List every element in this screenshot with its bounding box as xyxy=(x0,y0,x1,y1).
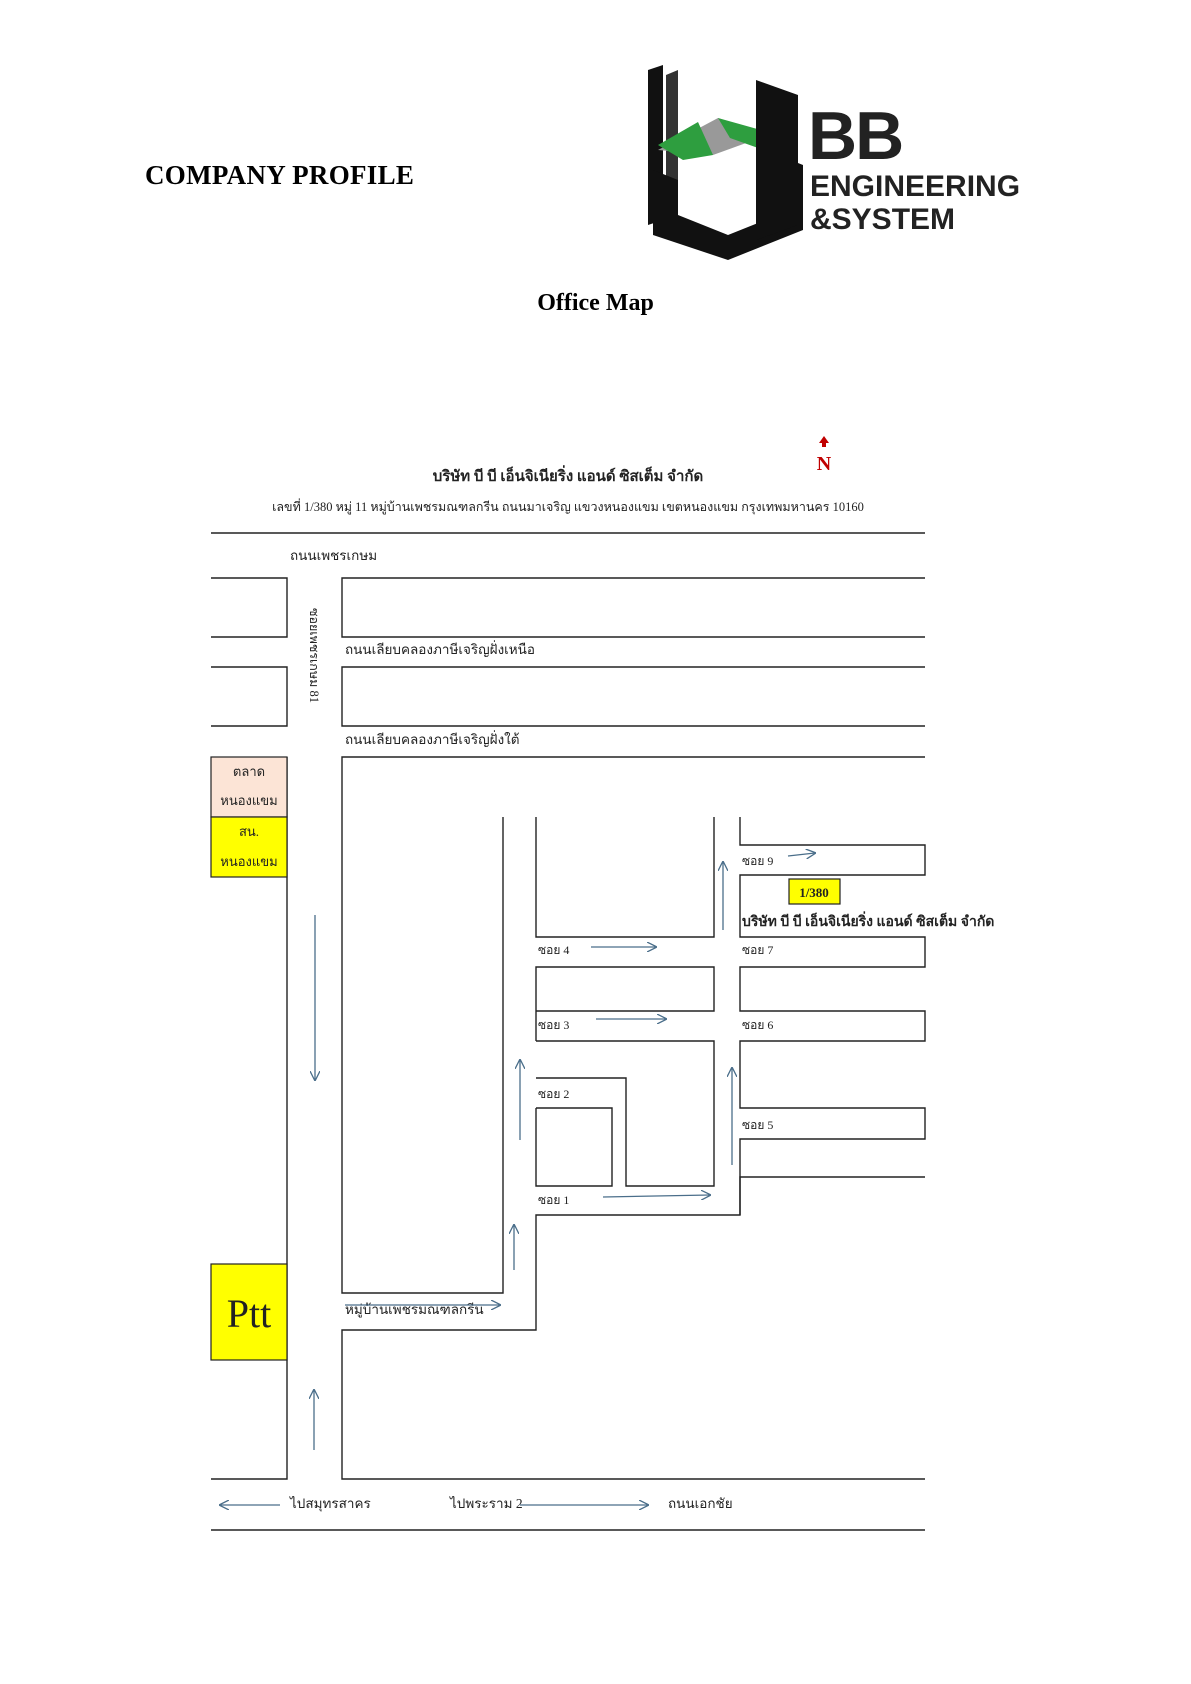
soi-label-7: ซอย 7 xyxy=(742,943,773,957)
north-arrow-icon xyxy=(819,436,829,447)
soi-label-4: ซอย 4 xyxy=(538,943,569,957)
market-box xyxy=(210,756,288,818)
road-label-to-rama2: ไปพระราม 2 xyxy=(449,1496,523,1511)
office-number-label: 1/380 xyxy=(799,885,829,900)
road-label-ekkachai: ถนนเอกชัย xyxy=(668,1496,733,1511)
office-name-label: บริษัท บี บี เอ็นจิเนียริ่ง แอนด์ ซิสเต็… xyxy=(742,911,994,930)
soi-label-3: ซอย 3 xyxy=(538,1018,569,1032)
road-label-phetkasem: ถนนเพชรเกษม xyxy=(290,548,377,563)
soi-label-5: ซอย 5 xyxy=(742,1118,773,1132)
road-label-to-samut-sakhon: ไปสมุทรสาคร xyxy=(289,1496,371,1512)
road-label-village: หมู่บ้านเพชรมณฑลกรีน xyxy=(345,1302,484,1318)
ptt-label: Ptt xyxy=(227,1291,271,1336)
police-station-box xyxy=(210,816,288,878)
logo-system-text: &SYSTEM xyxy=(810,203,956,236)
office-marker-box xyxy=(788,878,841,905)
map-company-name: บริษัท บี บี เอ็นจิเนียริ่ง แอนด์ ซิสเต็… xyxy=(433,465,703,485)
road-label-soi-81: ซอยเพชรเกษม 81 xyxy=(307,608,321,703)
logo-bb-text: BB xyxy=(808,98,904,174)
logo-engineering-text: ENGINEERING xyxy=(810,170,1021,203)
road-label-canal-south: ถนนเลียบคลองภาษีเจริญฝั่งใต้ xyxy=(345,730,520,747)
soi-label-9: ซอย 9 xyxy=(742,854,773,868)
map-address: เลขที่ 1/380 หมู่ 11 หมู่บ้านเพชรมณฑลกรี… xyxy=(272,498,864,515)
route-arrows xyxy=(220,853,815,1505)
road-label-canal-north: ถนนเลียบคลองภาษีเจริญฝั่งเหนือ xyxy=(345,640,535,657)
logo-mark-icon xyxy=(648,65,803,260)
company-logo: BB ENGINEERING &SYSTEM xyxy=(638,60,1118,270)
north-label: N xyxy=(817,453,832,475)
market-label-1: ตลาด xyxy=(233,764,265,779)
ptt-station-box xyxy=(210,1263,288,1361)
police-label-1: สน. xyxy=(239,824,259,839)
soi-label-6: ซอย 6 xyxy=(742,1018,773,1032)
page-title: Office Map xyxy=(537,290,654,316)
market-label-2: หนองแขม xyxy=(220,793,277,808)
police-label-2: หนองแขม xyxy=(220,854,277,869)
road-outlines xyxy=(211,532,926,1531)
company-profile-heading: COMPANY PROFILE xyxy=(145,160,415,190)
soi-label-2: ซอย 2 xyxy=(538,1087,569,1101)
soi-label-1: ซอย 1 xyxy=(538,1193,569,1207)
